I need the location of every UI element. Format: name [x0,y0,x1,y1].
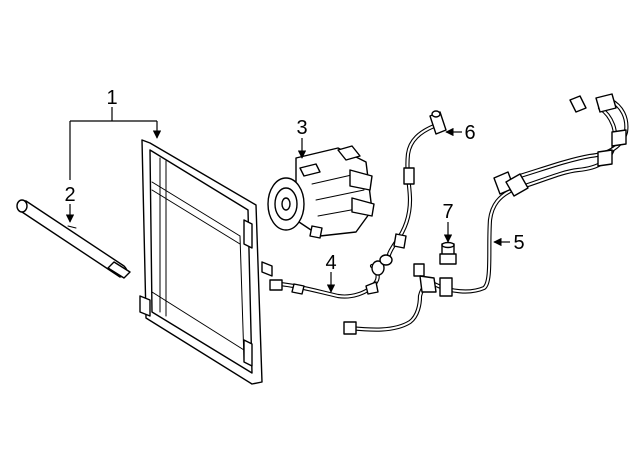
callout-7: 7 [442,201,453,223]
pressure-switch-part[interactable] [439,241,457,265]
callout-2: 2 [64,184,75,206]
callout-5: 5 [513,232,524,254]
condenser-part[interactable] [139,139,273,385]
callout-4: 4 [325,252,336,274]
callout-1: 1 [106,87,117,109]
receiver-drier-part[interactable] [16,199,131,279]
callout-6: 6 [464,122,475,144]
callout-3: 3 [296,117,307,139]
liquid-line-part[interactable] [343,93,629,335]
discharge-hose-part[interactable] [269,260,385,299]
suction-hose-part[interactable] [379,110,447,266]
compressor-part[interactable] [267,145,375,239]
leader-lines [65,107,510,293]
